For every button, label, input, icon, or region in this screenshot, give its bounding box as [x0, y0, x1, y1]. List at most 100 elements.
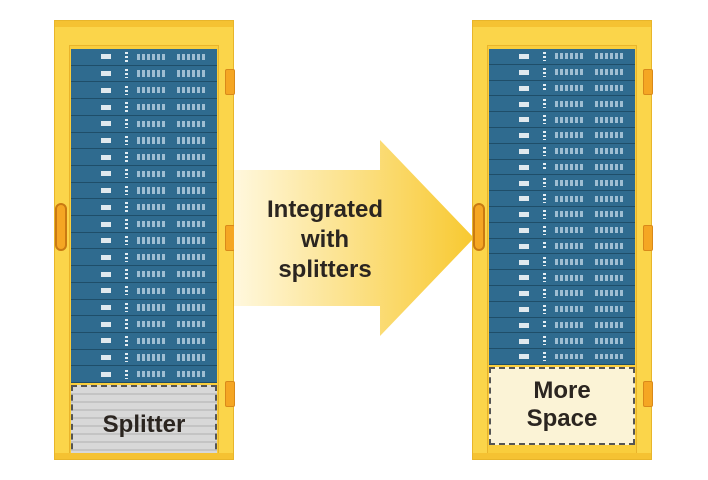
drive-bay — [137, 204, 167, 211]
server-unit — [71, 182, 217, 200]
drive-bay — [177, 354, 207, 361]
drive-bay — [177, 320, 207, 328]
drive-bay — [137, 354, 167, 361]
port-icon — [101, 238, 111, 244]
server-unit — [489, 49, 635, 65]
led-column — [543, 288, 546, 298]
drive-bay — [137, 237, 167, 244]
server-unit — [489, 127, 635, 144]
server-unit — [489, 96, 635, 113]
port-icon — [101, 204, 111, 210]
led-column — [125, 269, 128, 279]
led-column — [543, 209, 546, 219]
server-unit — [489, 159, 635, 176]
drive-bay — [595, 258, 625, 265]
right-rack: More Space — [472, 20, 653, 460]
port-icon — [519, 212, 529, 218]
port-icon — [101, 371, 111, 377]
drive-bay — [177, 87, 207, 94]
server-unit — [71, 199, 217, 217]
port-icon — [519, 69, 529, 75]
drive-bay — [137, 304, 167, 311]
drive-bay — [555, 116, 585, 123]
led-column — [125, 185, 128, 196]
drive-bay — [177, 103, 207, 111]
rack-bottom-bar — [55, 453, 233, 459]
drive-bay — [177, 187, 207, 194]
port-icon — [101, 221, 111, 227]
port-icon — [519, 227, 529, 233]
port-icon — [519, 180, 529, 186]
drive-bay — [595, 100, 625, 107]
server-unit — [71, 349, 217, 367]
drive-bay — [177, 237, 207, 244]
hinge-icon — [643, 69, 653, 95]
drive-bay — [595, 164, 625, 170]
port-icon — [101, 87, 111, 93]
drive-bay — [595, 353, 625, 360]
drive-bay — [137, 120, 167, 127]
server-unit — [71, 49, 217, 66]
led-column — [543, 225, 546, 235]
drive-bay — [555, 148, 585, 155]
drive-bay — [137, 270, 167, 278]
port-icon — [519, 338, 529, 344]
led-column — [125, 52, 128, 62]
led-column — [543, 130, 546, 140]
drive-bay — [555, 353, 585, 360]
server-unit — [71, 165, 217, 183]
drive-bay — [177, 153, 207, 161]
drive-bay — [595, 132, 625, 139]
drive-bay — [137, 137, 167, 144]
led-column — [125, 219, 128, 229]
server-unit — [489, 64, 635, 81]
led-column — [125, 135, 128, 146]
splitter-label: Splitter — [102, 411, 186, 438]
drive-bay — [137, 170, 167, 177]
drive-bay — [137, 87, 167, 94]
server-unit — [489, 175, 635, 192]
drive-bay — [555, 195, 585, 202]
server-unit — [489, 301, 635, 318]
led-column — [543, 241, 546, 251]
drive-bay — [177, 270, 207, 278]
server-unit — [71, 299, 217, 317]
server-unit — [489, 285, 635, 302]
led-column — [543, 320, 546, 330]
led-column — [125, 252, 128, 262]
drive-bay — [595, 306, 625, 313]
drive-bay — [555, 164, 585, 170]
led-column — [543, 194, 546, 203]
port-icon — [101, 171, 111, 177]
server-stack — [71, 49, 217, 384]
led-column — [125, 352, 128, 363]
port-icon — [101, 288, 111, 294]
drive-bay — [595, 337, 625, 344]
port-icon — [101, 138, 111, 143]
drive-bay — [595, 148, 625, 155]
port-icon — [101, 104, 111, 110]
drive-bay — [595, 53, 625, 60]
drive-bay — [595, 195, 625, 202]
port-icon — [519, 306, 529, 312]
led-column — [543, 257, 546, 267]
led-column — [543, 352, 546, 361]
drive-bay — [137, 153, 167, 161]
led-column — [125, 68, 128, 79]
port-icon — [519, 148, 529, 154]
port-icon — [101, 254, 111, 260]
rack-top-bar — [55, 21, 233, 27]
drive-bay — [555, 69, 585, 76]
drive-bay — [595, 116, 625, 123]
drive-bay — [137, 70, 167, 77]
port-icon — [101, 305, 111, 311]
drive-bay — [555, 211, 585, 218]
led-column — [543, 273, 546, 282]
port-icon — [101, 154, 111, 160]
drive-bay — [137, 287, 167, 294]
led-column — [125, 202, 128, 212]
drive-bay — [137, 220, 167, 228]
drive-bay — [555, 321, 585, 328]
rack-handle — [55, 203, 67, 251]
port-icon — [519, 164, 529, 170]
